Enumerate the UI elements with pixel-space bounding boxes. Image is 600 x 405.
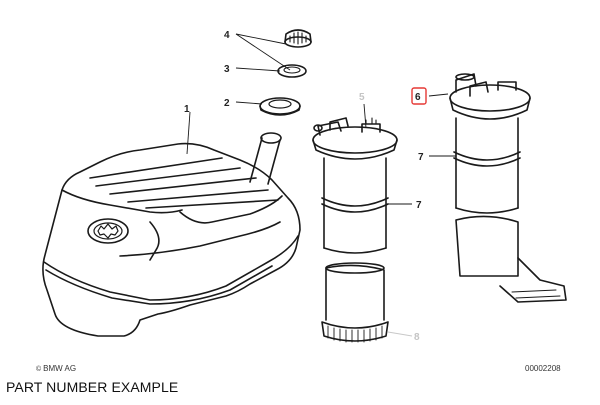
fuel-tank-rim-inner <box>45 265 273 305</box>
filler-cap-ridges <box>289 31 307 45</box>
leader-lines <box>186 33 456 205</box>
fuel-tank-rib <box>145 199 279 209</box>
sending-unit-hose <box>325 264 385 321</box>
label-part-7-right: 7 <box>418 152 424 163</box>
sending-unit-right-tube <box>455 117 519 209</box>
part-6-highlight <box>411 87 427 105</box>
sending-unit-center <box>312 117 398 343</box>
hose-clamp-right <box>453 151 521 167</box>
sending-unit-terminals <box>365 117 377 125</box>
fuel-tank-rib <box>109 177 257 195</box>
leader-line <box>363 103 367 129</box>
label-part-6: 6 <box>415 92 421 103</box>
fuel-tank <box>42 132 301 337</box>
fuel-tank-neck <box>249 137 281 185</box>
leader-line <box>235 67 281 72</box>
float-arm <box>499 257 567 303</box>
sending-unit-right-bottom <box>455 207 519 214</box>
sending-unit-right <box>449 73 567 303</box>
fuel-tank-contour <box>119 221 281 257</box>
leader-line <box>186 111 191 155</box>
fuel-tank-contour <box>179 195 283 224</box>
filler-seal <box>259 97 301 116</box>
sending-unit-right-pipe <box>455 73 477 93</box>
sender-opening-rim <box>93 222 123 240</box>
sending-unit-right-pipe-end <box>455 73 475 81</box>
fuel-tank-edge-line <box>61 189 183 214</box>
label-part-3: 3 <box>224 64 230 75</box>
hose-clamp-upper <box>321 197 389 213</box>
fuel-tank-rib <box>127 189 269 203</box>
filler-cap-body <box>284 29 312 43</box>
sending-unit-hose-top <box>325 262 385 274</box>
sending-unit-right-pipe <box>469 81 489 97</box>
label-part-2: 2 <box>224 98 230 109</box>
filler-seal-side <box>259 105 301 116</box>
copyright-text: BMW AG <box>43 364 77 373</box>
filter-strainer-ribs <box>327 325 383 343</box>
diagram-number: 00002208 <box>525 364 561 373</box>
filler-seal-inner <box>268 99 292 109</box>
sending-unit-connector <box>361 123 381 133</box>
sending-unit-bottom <box>323 247 387 254</box>
label-part-1: 1 <box>184 104 190 115</box>
label-part-8: 8 <box>414 332 420 343</box>
sending-unit-flange <box>312 126 398 154</box>
filter-strainer <box>321 321 389 342</box>
copyright-icon: © <box>36 366 42 373</box>
fuel-tank-rim <box>43 235 299 301</box>
leader-line-faint <box>387 331 413 337</box>
gasket-ring <box>277 64 307 78</box>
sending-unit-right-flange <box>449 84 531 112</box>
sending-unit-right-flange-side <box>449 97 531 120</box>
label-part-5: 5 <box>359 92 365 103</box>
sender-opening <box>87 218 129 244</box>
sending-unit-tube <box>323 157 387 249</box>
leader-line <box>428 93 449 97</box>
float-arm-ridges <box>511 289 561 299</box>
leader-line <box>235 33 287 45</box>
fuel-tank-body <box>42 142 301 337</box>
caption: PART NUMBER EXAMPLE <box>6 379 179 395</box>
sending-unit-flange-side <box>312 139 398 160</box>
fuel-tank-rib <box>89 157 223 179</box>
leader-line <box>235 33 291 71</box>
sending-unit-right-hose <box>455 215 519 277</box>
sending-unit-pipe <box>329 117 349 131</box>
filler-cap <box>284 29 312 48</box>
leader-line <box>235 101 263 105</box>
sending-unit-right-connector <box>497 81 517 91</box>
copyright-notice: ©BMW AG <box>36 364 76 373</box>
gasket-ring-inner <box>283 66 301 74</box>
sending-unit-pipe-end <box>313 124 323 132</box>
label-part-7-center: 7 <box>416 200 422 211</box>
fuel-tank-rib <box>95 167 241 187</box>
fuel-tank-contour <box>149 221 160 261</box>
fuel-tank-neck-top <box>260 132 282 144</box>
label-part-4: 4 <box>224 30 230 41</box>
sender-opening-gear <box>97 223 119 239</box>
